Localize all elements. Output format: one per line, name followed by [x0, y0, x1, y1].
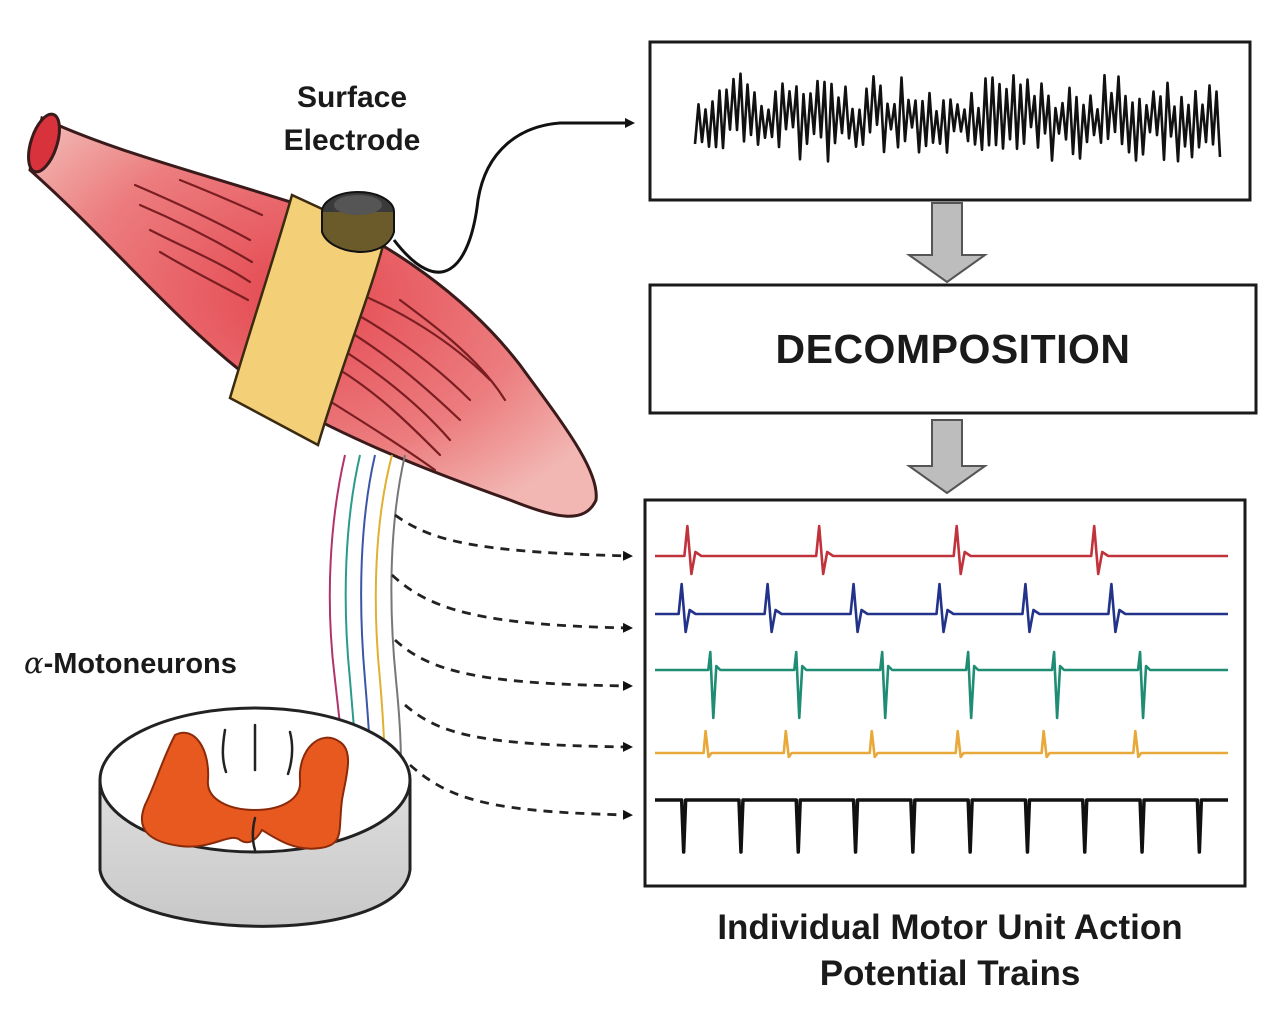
surface-electrode	[321, 191, 395, 253]
mupt-caption-line2: Potential Trains	[819, 954, 1081, 993]
surface-electrode-label-line1: Surface	[296, 81, 408, 114]
motor-unit-train-4	[655, 729, 1228, 759]
electrode-strap	[228, 193, 387, 447]
muscle	[27, 112, 635, 518]
down-arrow-2	[905, 419, 989, 495]
mupt-caption: Individual Motor Unit Action Potential T…	[660, 905, 1240, 997]
decomposition-box	[648, 283, 1258, 415]
electrode-cable	[392, 118, 635, 274]
cord-tracts	[221, 723, 294, 852]
motoneurons-text: -Motoneurons	[43, 648, 237, 680]
mupt-box	[643, 498, 1247, 888]
motor-unit-train-5	[655, 798, 1228, 854]
surface-electrode-label-line2: Electrode	[283, 124, 421, 157]
motoneurons-label: α-Motoneurons	[24, 646, 237, 681]
decomposition-label: DECOMPOSITION	[775, 326, 1131, 372]
muscle-tendon-end	[27, 112, 61, 174]
gray-matter	[140, 731, 349, 850]
motor-unit-train-2	[655, 582, 1228, 634]
spinal-cord	[98, 706, 412, 928]
motor-unit-train-1	[655, 524, 1228, 576]
dashed-connectors	[391, 513, 633, 820]
motor-unit-trains	[655, 524, 1228, 854]
down-arrow-1	[905, 202, 989, 284]
alpha-symbol: α	[24, 646, 44, 680]
motor-unit-train-3	[655, 650, 1228, 720]
surface-electrode-label: Surface Electrode	[262, 76, 442, 162]
semg-trace	[693, 72, 1222, 163]
mupt-caption-line1: Individual Motor Unit Action	[717, 908, 1183, 947]
